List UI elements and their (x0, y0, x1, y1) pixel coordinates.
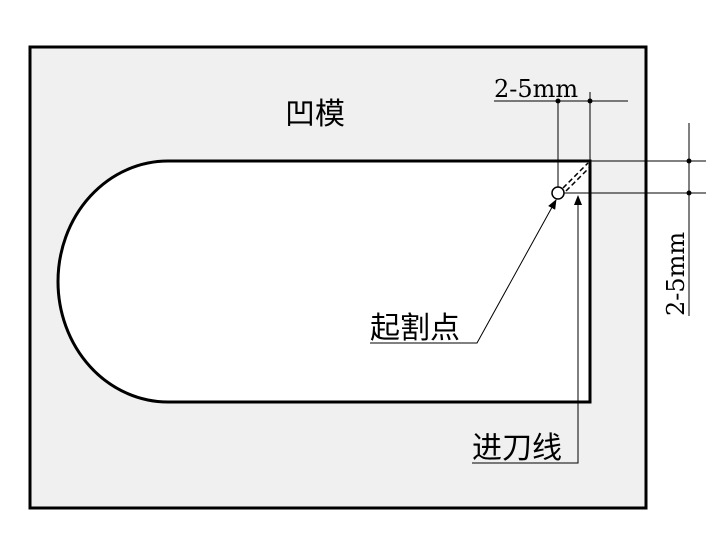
die-label: 凹模 (285, 97, 345, 132)
dimension-dot (555, 98, 561, 104)
dimension-dot (587, 98, 593, 104)
dimension-dot (686, 158, 692, 164)
dim-vertical-label: 2-5mm (662, 232, 690, 316)
dim-horizontal-label: 2-5mm (494, 75, 578, 103)
start-point-label: 起割点 (370, 311, 460, 346)
cavity-outline (56, 159, 592, 404)
start-point-leader (370, 199, 557, 344)
dimension-dot (686, 190, 692, 196)
cut-path-dashed (565, 166, 591, 192)
start-point-marker (551, 186, 565, 200)
entry-line-leader (472, 195, 582, 464)
cut-path-dashed (562, 162, 589, 189)
entry-line-label: 进刀线 (472, 431, 562, 466)
